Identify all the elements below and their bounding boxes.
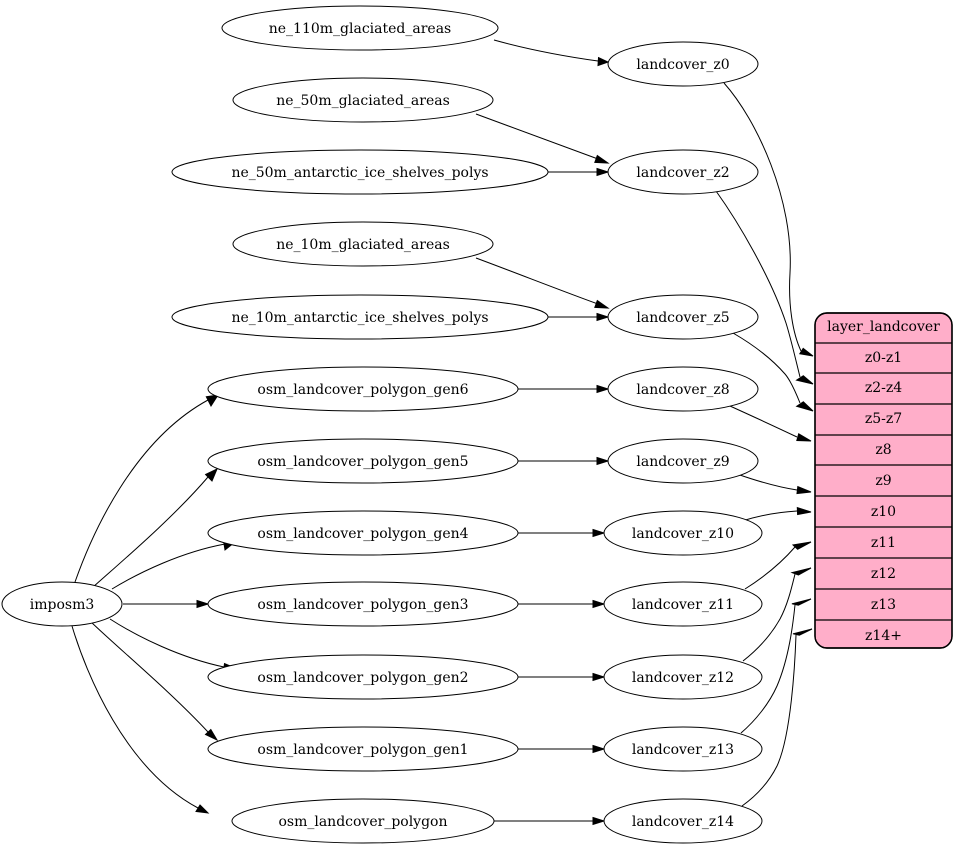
table-row-z13-label: z13 — [871, 597, 896, 613]
table-row-z8-label: z8 — [875, 442, 891, 458]
node-imposm3[interactable]: imposm3 — [1, 581, 123, 627]
node-landcover-z2[interactable]: landcover_z2 — [607, 149, 759, 195]
edge-z5-to-row-z5z7 — [732, 332, 814, 412]
edge-z11-to-row-z11 — [744, 541, 812, 590]
edge-imposm3-to-gen4 — [111, 540, 237, 590]
node-label: osm_landcover_polygon — [278, 814, 447, 830]
node-landcover-z14[interactable]: landcover_z14 — [603, 798, 763, 844]
edge-imposm3-to-gen5 — [91, 467, 218, 589]
edge-imposm3-to-osm-landcover-polygon — [71, 625, 210, 814]
node-label: landcover_z11 — [632, 597, 734, 613]
edge-ne110m-to-z0 — [493, 39, 610, 67]
edge-gen6-to-z8 — [518, 384, 610, 394]
node-landcover-z5[interactable]: landcover_z5 — [607, 294, 759, 340]
node-label: osm_landcover_polygon_gen3 — [257, 597, 468, 613]
edge-z14-to-row-z14plus — [741, 628, 813, 807]
edge-gen1-to-z13 — [518, 744, 606, 754]
edge-gen5-to-z9 — [518, 456, 610, 466]
node-label: landcover_z9 — [636, 454, 729, 470]
node-label: osm_landcover_polygon_gen2 — [257, 670, 468, 686]
edge-gen3-to-z11 — [518, 599, 606, 609]
node-label: osm_landcover_polygon_gen1 — [257, 742, 468, 758]
node-ne-10m-glaciated-areas[interactable]: ne_10m_glaciated_areas — [232, 221, 494, 267]
edge-z2-to-row-z2z4 — [715, 190, 814, 385]
edge-osmlandcoverpolygon-to-z14 — [494, 816, 606, 826]
node-label: ne_50m_antarctic_ice_shelves_polys — [231, 165, 488, 181]
node-label: landcover_z8 — [636, 382, 729, 398]
edge-z8-to-row-z8 — [729, 405, 812, 442]
table-row-z0z1-label: z0-z1 — [865, 350, 902, 366]
node-label: landcover_z0 — [636, 57, 729, 73]
node-label: ne_50m_glaciated_areas — [276, 93, 450, 109]
table-row-z14plus-label: z14+ — [865, 628, 902, 644]
node-label: ne_10m_glaciated_areas — [276, 237, 450, 253]
edge-ne50m-glaciated-to-z2 — [475, 113, 610, 164]
table-rows: z0-z1 z2-z4 z5-z7 z8 z9 z10 z11 z12 z13 — [815, 342, 952, 644]
node-landcover-z0[interactable]: landcover_z0 — [607, 41, 759, 87]
edge-z9-to-row-z9 — [736, 473, 812, 495]
edge-z13-to-row-z13 — [740, 598, 812, 734]
table-outline — [814, 312, 953, 649]
edge-z0-to-row-z0z1 — [723, 82, 814, 357]
edge-z12-to-row-z12 — [742, 567, 812, 662]
edge-z10-to-row-z10 — [741, 506, 812, 522]
table-row-z5z7-label: z5-z7 — [865, 411, 902, 427]
node-label: imposm3 — [30, 597, 95, 613]
edge-ne10m-antarctic-to-z5 — [548, 312, 610, 322]
node-label: osm_landcover_polygon_gen6 — [257, 382, 468, 398]
osm-node-group: osm_landcover_polygon_gen6 osm_landcover… — [207, 366, 519, 844]
edge-gen2-to-z12 — [518, 672, 606, 682]
node-label: ne_10m_antarctic_ice_shelves_polys — [231, 310, 488, 326]
edge-gen4-to-z10 — [518, 528, 606, 538]
edge-ne50m-antarctic-to-z2 — [548, 167, 610, 177]
node-osm-landcover-polygon-gen6[interactable]: osm_landcover_polygon_gen6 — [207, 366, 519, 412]
node-label: landcover_z2 — [636, 165, 729, 181]
table-row-z2z4-label: z2-z4 — [865, 380, 902, 396]
edge-imposm3-to-gen6 — [74, 394, 220, 583]
node-ne-50m-antarctic-ice-shelves-polys[interactable]: ne_50m_antarctic_ice_shelves_polys — [171, 149, 549, 195]
table-row-z10-label: z10 — [871, 504, 896, 520]
node-ne-50m-glaciated-areas[interactable]: ne_50m_glaciated_areas — [232, 77, 494, 123]
node-ne-110m-glaciated-areas[interactable]: ne_110m_glaciated_areas — [221, 5, 499, 51]
node-label: landcover_z5 — [636, 310, 729, 326]
node-landcover-z12[interactable]: landcover_z12 — [603, 654, 763, 700]
node-osm-landcover-polygon-gen4[interactable]: osm_landcover_polygon_gen4 — [207, 510, 519, 556]
edge-imposm3-to-gen1 — [89, 620, 219, 742]
edge-imposm3-to-gen3 — [123, 599, 210, 609]
node-osm-landcover-polygon[interactable]: osm_landcover_polygon — [231, 798, 495, 844]
table-row-z12-label: z12 — [871, 566, 896, 582]
node-label: osm_landcover_polygon_gen4 — [257, 526, 468, 542]
node-landcover-z13[interactable]: landcover_z13 — [603, 726, 763, 772]
table-row-z11-label: z11 — [871, 535, 896, 551]
layer-landcover-table[interactable]: layer_landcover z0-z1 z2-z4 z5-z7 z8 z9 … — [814, 312, 953, 649]
node-label: landcover_z13 — [632, 742, 734, 758]
node-osm-landcover-polygon-gen3[interactable]: osm_landcover_polygon_gen3 — [207, 581, 519, 627]
table-row-z9-label: z9 — [875, 473, 891, 489]
node-landcover-z11[interactable]: landcover_z11 — [603, 581, 763, 627]
node-osm-landcover-polygon-gen2[interactable]: osm_landcover_polygon_gen2 — [207, 654, 519, 700]
landcover-node-group: landcover_z0 landcover_z2 landcover_z5 l… — [603, 41, 763, 844]
table-header-label: layer_landcover — [827, 319, 940, 335]
node-label: landcover_z10 — [632, 526, 734, 542]
node-label: ne_110m_glaciated_areas — [269, 21, 451, 37]
node-label: landcover_z14 — [632, 814, 734, 830]
edge-imposm3-to-gen2 — [109, 618, 237, 672]
node-osm-landcover-polygon-gen5[interactable]: osm_landcover_polygon_gen5 — [207, 438, 519, 484]
table-header-cell: layer_landcover — [827, 319, 940, 335]
node-landcover-z8[interactable]: landcover_z8 — [607, 366, 759, 412]
natural-earth-node-group: ne_110m_glaciated_areas ne_50m_glaciated… — [171, 5, 549, 340]
node-landcover-z10[interactable]: landcover_z10 — [603, 510, 763, 556]
edge-ne10m-glaciated-to-z5 — [475, 257, 610, 309]
node-label: osm_landcover_polygon_gen5 — [257, 454, 468, 470]
node-ne-10m-antarctic-ice-shelves-polys[interactable]: ne_10m_antarctic_ice_shelves_polys — [171, 294, 549, 340]
node-osm-landcover-polygon-gen1[interactable]: osm_landcover_polygon_gen1 — [207, 726, 519, 772]
node-landcover-z9[interactable]: landcover_z9 — [607, 438, 759, 484]
node-label: landcover_z12 — [632, 670, 734, 686]
